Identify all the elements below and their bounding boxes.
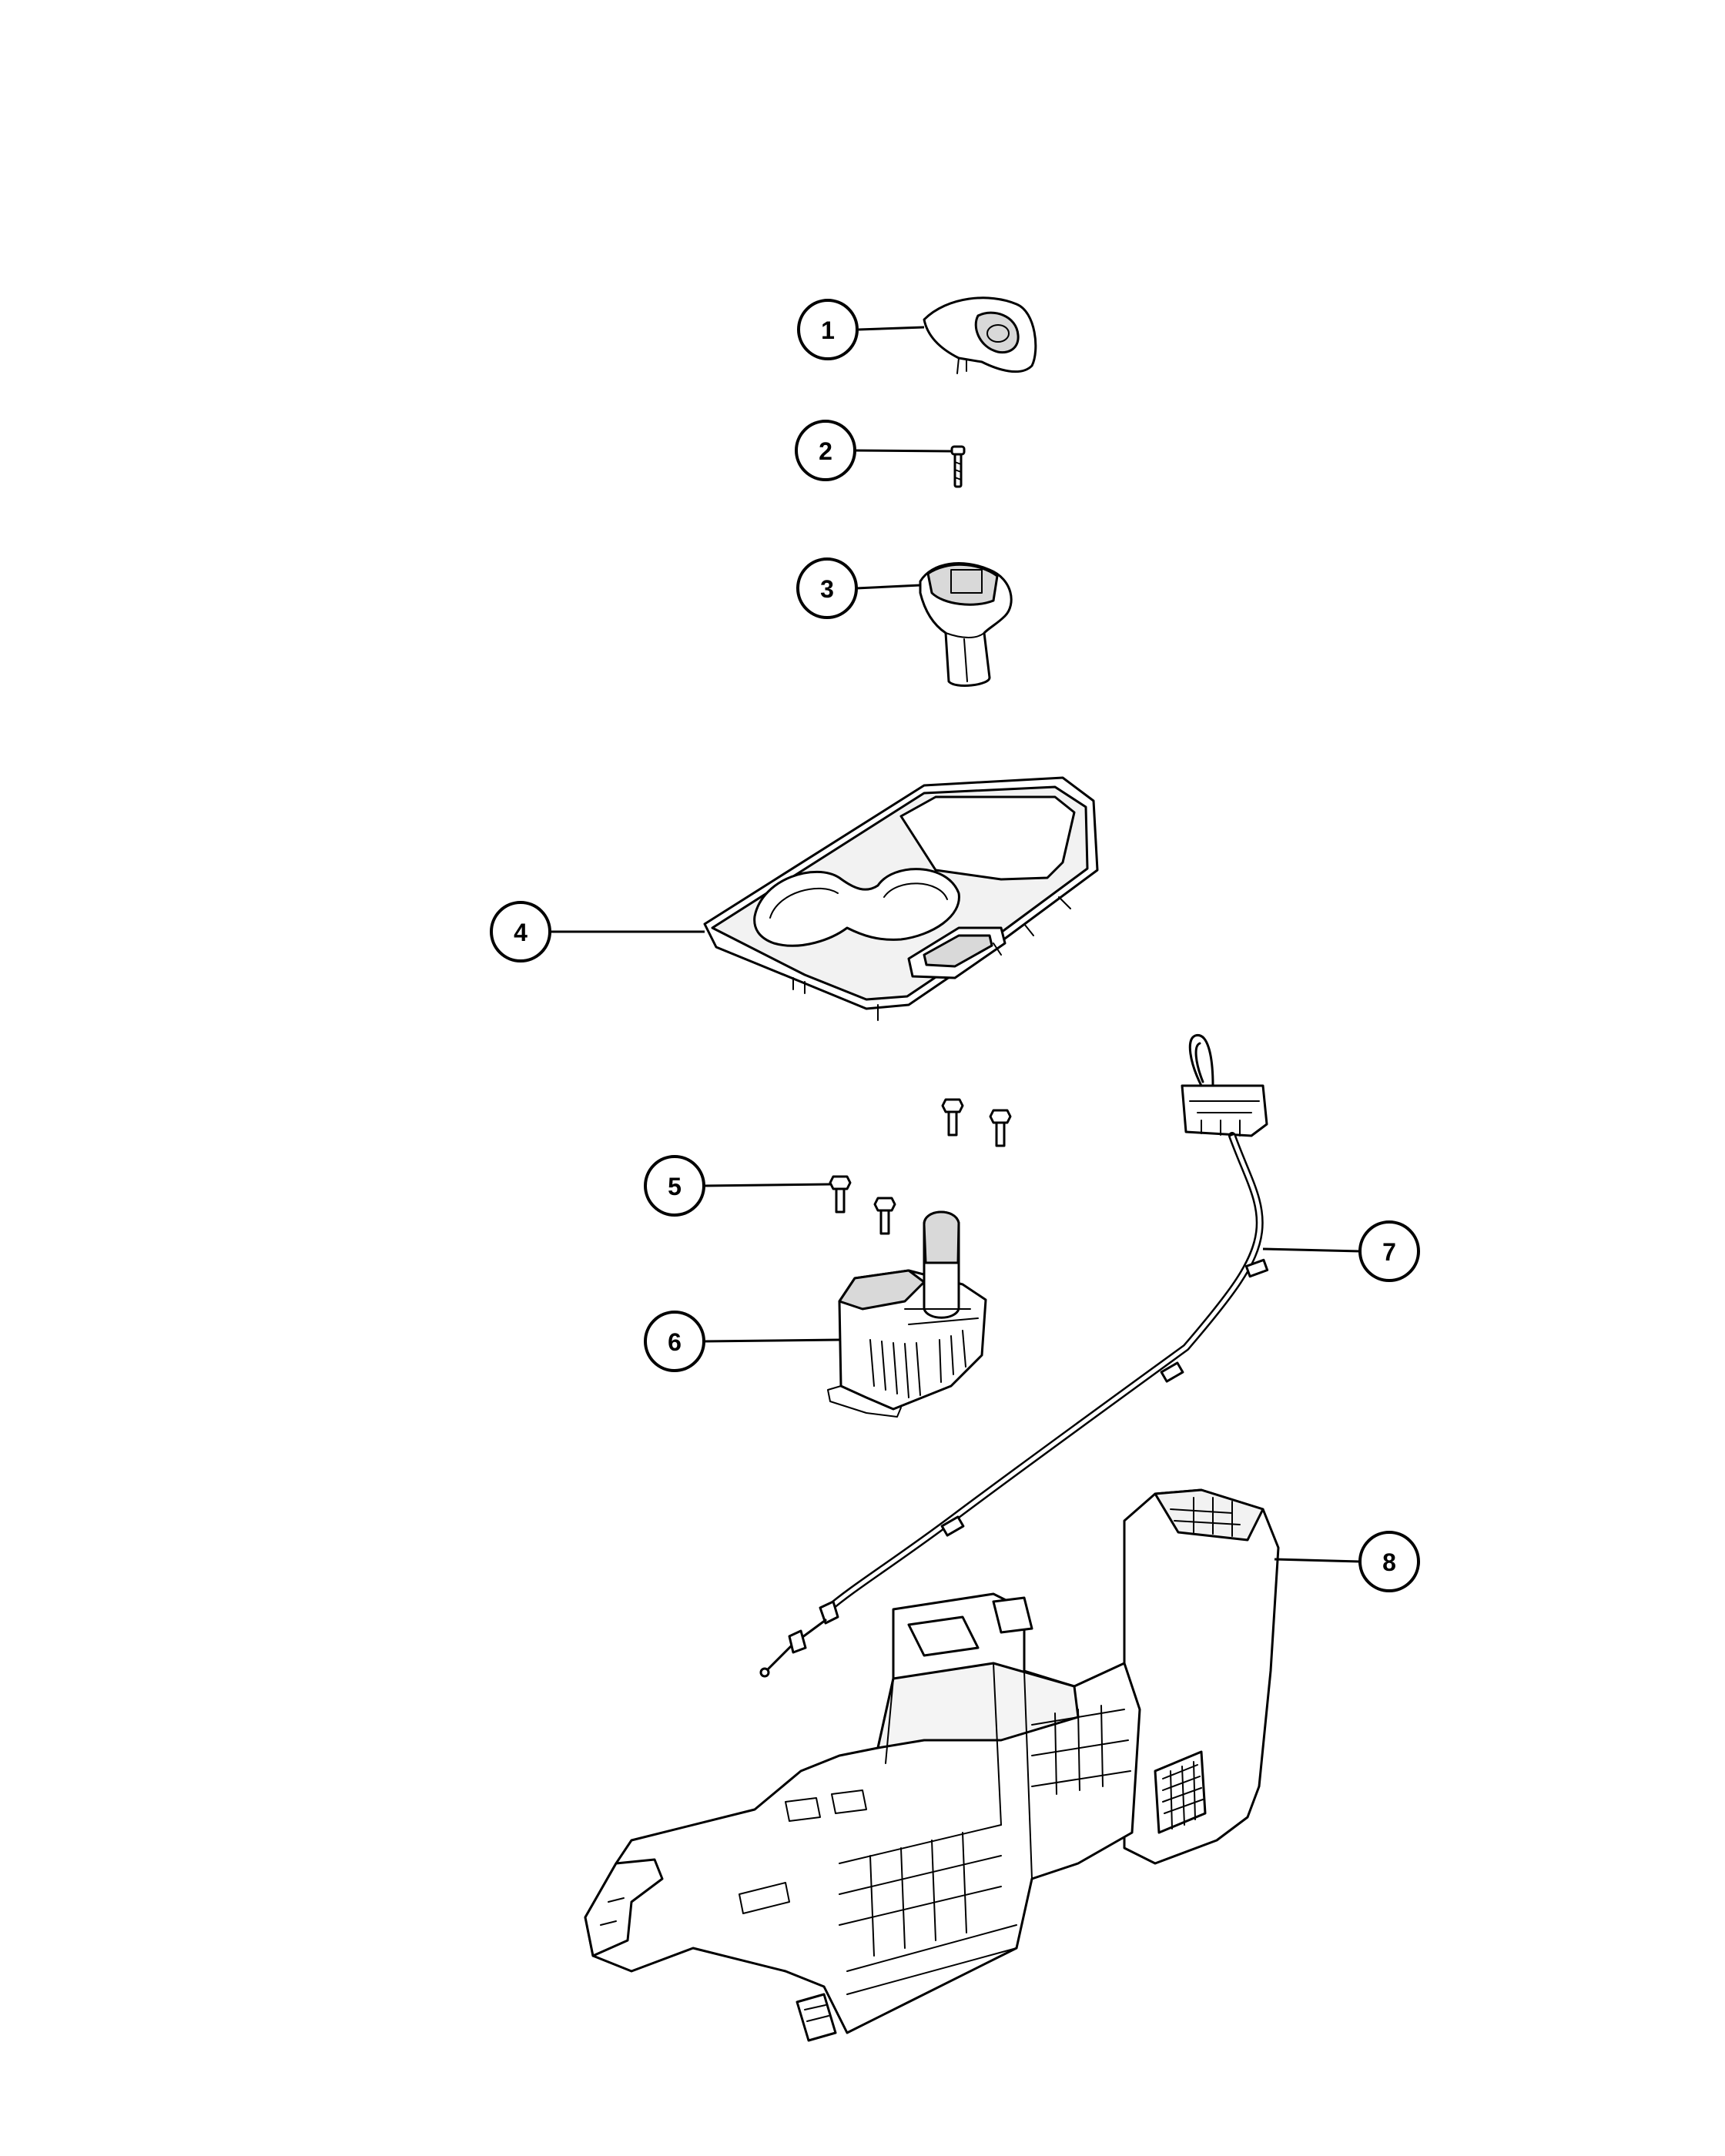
callout-4: 4: [490, 901, 705, 962]
svg-text:6: 6: [668, 1328, 682, 1356]
callout-6: 6: [644, 1311, 840, 1372]
callout-7: 7: [1262, 1220, 1420, 1282]
callout-5: 5: [644, 1155, 831, 1217]
svg-text:1: 1: [821, 316, 835, 344]
callout-2: 2: [795, 420, 953, 481]
svg-text:4: 4: [514, 919, 528, 946]
callout-8: 8: [1274, 1531, 1420, 1592]
svg-text:2: 2: [819, 437, 832, 465]
callout-1: 1: [797, 299, 925, 360]
bolt: [829, 1175, 852, 1214]
bolt: [941, 1098, 964, 1137]
bolt: [873, 1197, 896, 1235]
part-1-shift-knob-bezel[interactable]: [923, 296, 1037, 374]
part-4-console-bezel[interactable]: [703, 776, 1099, 1021]
part-5-bolts[interactable]: [829, 1098, 1012, 1235]
callout-3: 3: [796, 557, 921, 619]
part-8-floor-console[interactable]: [584, 1488, 1280, 2042]
part-7-shift-cable[interactable]: [759, 1034, 1269, 1678]
bolt: [989, 1109, 1012, 1147]
part-6-shifter-assembly[interactable]: [827, 1210, 987, 1418]
part-3-shift-knob[interactable]: [919, 562, 1013, 687]
part-2-screw[interactable]: [950, 445, 966, 488]
svg-text:3: 3: [820, 575, 834, 603]
svg-text:5: 5: [668, 1173, 682, 1200]
svg-text:8: 8: [1382, 1548, 1396, 1576]
svg-text:7: 7: [1382, 1238, 1396, 1266]
